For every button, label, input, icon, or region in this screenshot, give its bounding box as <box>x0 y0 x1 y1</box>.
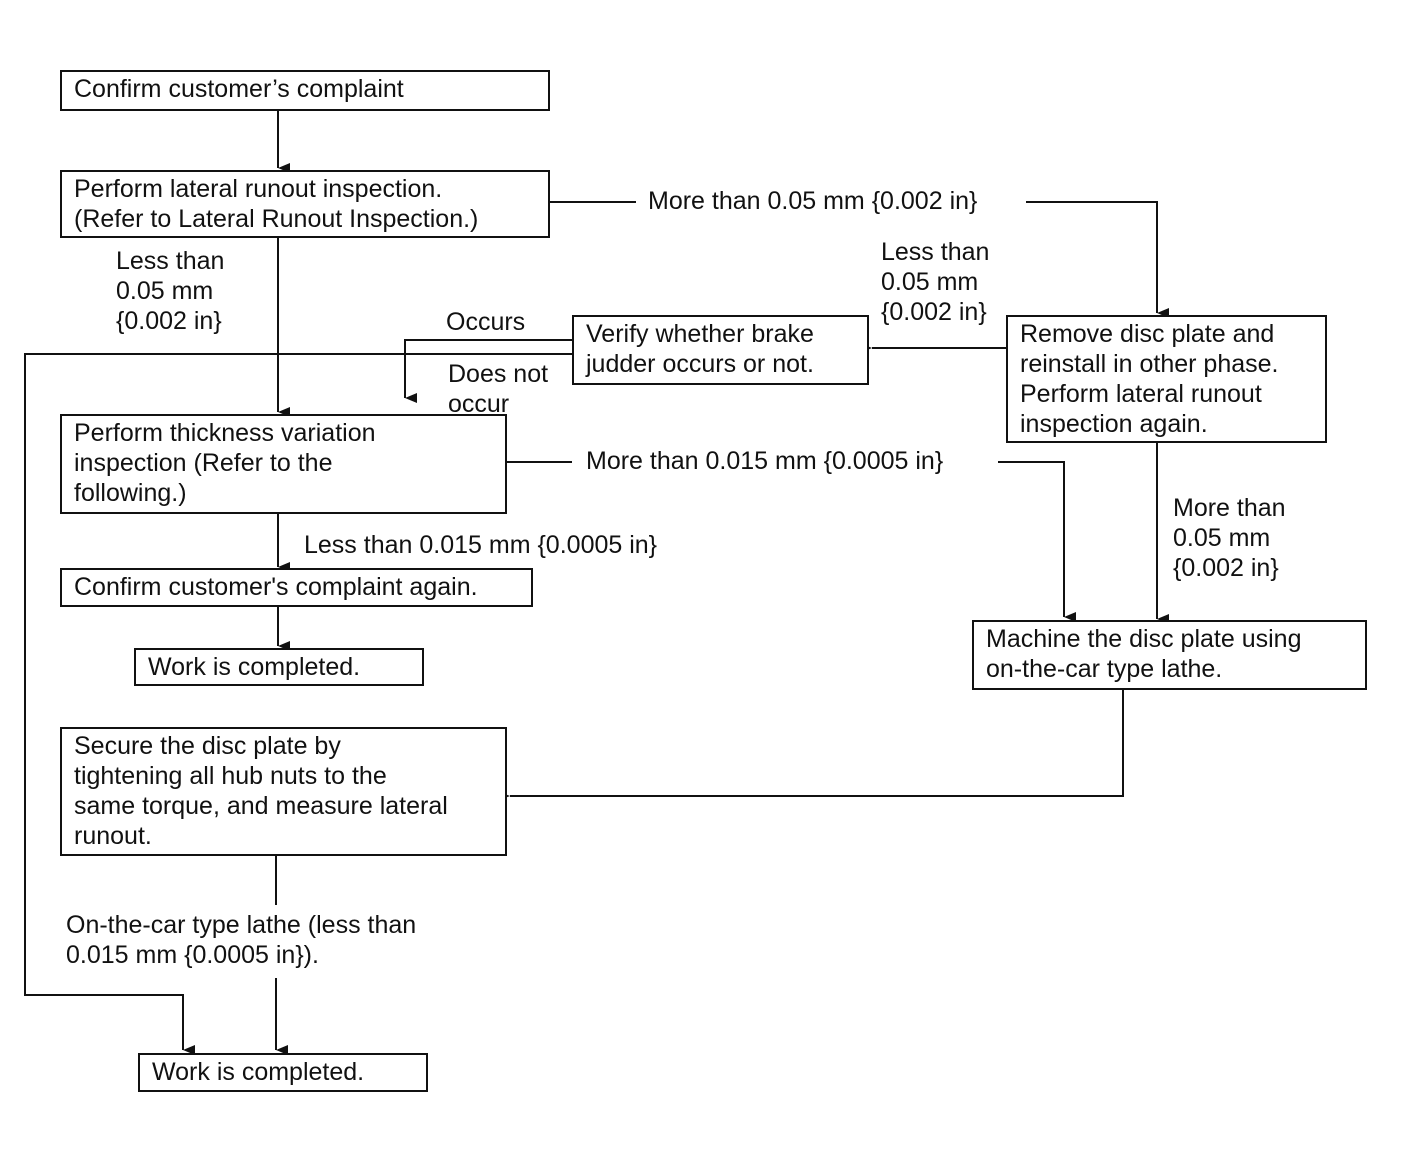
box-work-completed-1: Work is completed. <box>134 648 424 686</box>
box-work-completed-2: Work is completed. <box>138 1053 428 1092</box>
label-less-than-005-mid: Less than 0.05 mm {0.002 in} <box>881 238 990 326</box>
box-confirm-complaint: Confirm customer’s complaint <box>60 70 550 111</box>
box-lateral-runout-inspection: Perform lateral runout inspection. (Refe… <box>60 170 550 238</box>
arrow-verify-occurs <box>404 339 573 403</box>
label-lathe-condition: On-the-car type lathe (less than 0.015 m… <box>66 911 417 969</box>
box-remove-disc-plate: Remove disc plate and reinstall in other… <box>1006 315 1327 443</box>
arrow-verify-does-not-occur <box>24 353 573 1055</box>
label-more-than-005-right: More than 0.05 mm {0.002 in} <box>1173 494 1286 582</box>
box-machine-disc-plate: Machine the disc plate using on-the-car … <box>972 620 1367 690</box>
label-more-than-0015: More than 0.015 mm {0.0005 in} <box>586 447 944 475</box>
box-secure-disc-plate: Secure the disc plate by tightening all … <box>60 727 507 856</box>
label-occurs: Occurs <box>446 308 526 336</box>
box-verify-brake-judder: Verify whether brake judder occurs or no… <box>572 315 869 385</box>
arrow-machine-to-secure <box>498 690 1124 801</box>
arrow-thickness-to-machine <box>998 461 1076 622</box>
label-less-than-005-left: Less than 0.05 mm {0.002 in} <box>116 247 225 335</box>
box-confirm-complaint-again: Confirm customer's complaint again. <box>60 568 533 607</box>
label-more-than-005-top: More than 0.05 mm {0.002 in} <box>648 187 978 215</box>
label-does-not-occur: Does not occur <box>448 360 549 418</box>
box-thickness-variation-inspection: Perform thickness variation inspection (… <box>60 414 507 514</box>
arrow-lateral-to-remove <box>1026 201 1169 318</box>
label-less-than-0015: Less than 0.015 mm {0.0005 in} <box>304 531 658 559</box>
